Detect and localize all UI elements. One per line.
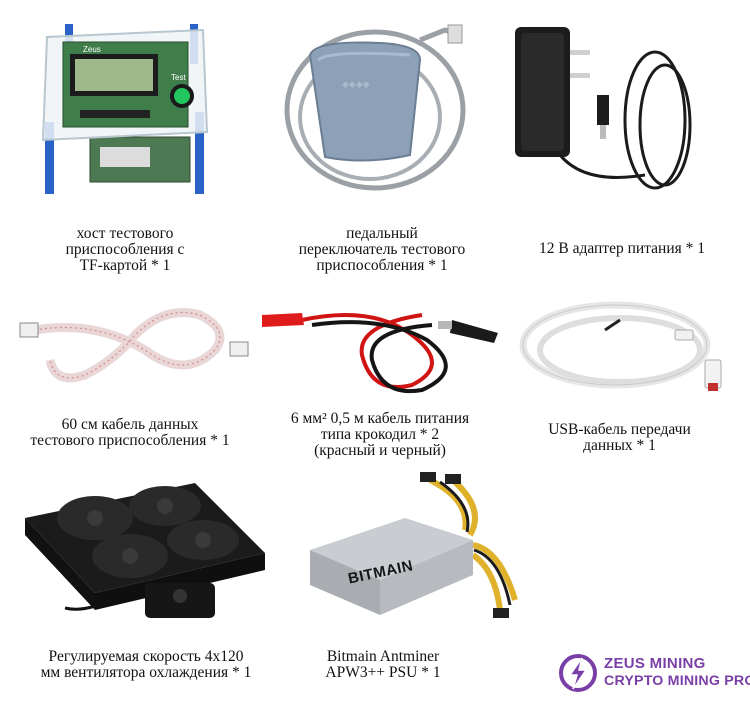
button-label: Test [171, 73, 186, 82]
crocodile-cables-image [262, 313, 498, 394]
lightning-bolt-icon [559, 654, 597, 692]
bitmain-psu-image: BITMAIN [310, 472, 518, 618]
svg-text:◆◆◆◆: ◆◆◆◆ [342, 79, 370, 89]
foot-pedal-image: ◆◆◆◆ [284, 24, 466, 191]
lcd-label: Zeus [83, 45, 101, 54]
usb-cable-image [519, 301, 722, 391]
power-adapter-image [515, 27, 692, 190]
data-cable-image [19, 308, 249, 383]
logo-line2: CRYPTO MINING PRO [604, 673, 750, 689]
cooling-fan-image [25, 483, 265, 618]
caption-power-adapter: 12 В адаптер питания * 1 [538, 240, 705, 257]
logo-line1: ZEUS MINING [604, 655, 706, 672]
test-fixture-host-image: Zeus Test [41, 24, 209, 194]
